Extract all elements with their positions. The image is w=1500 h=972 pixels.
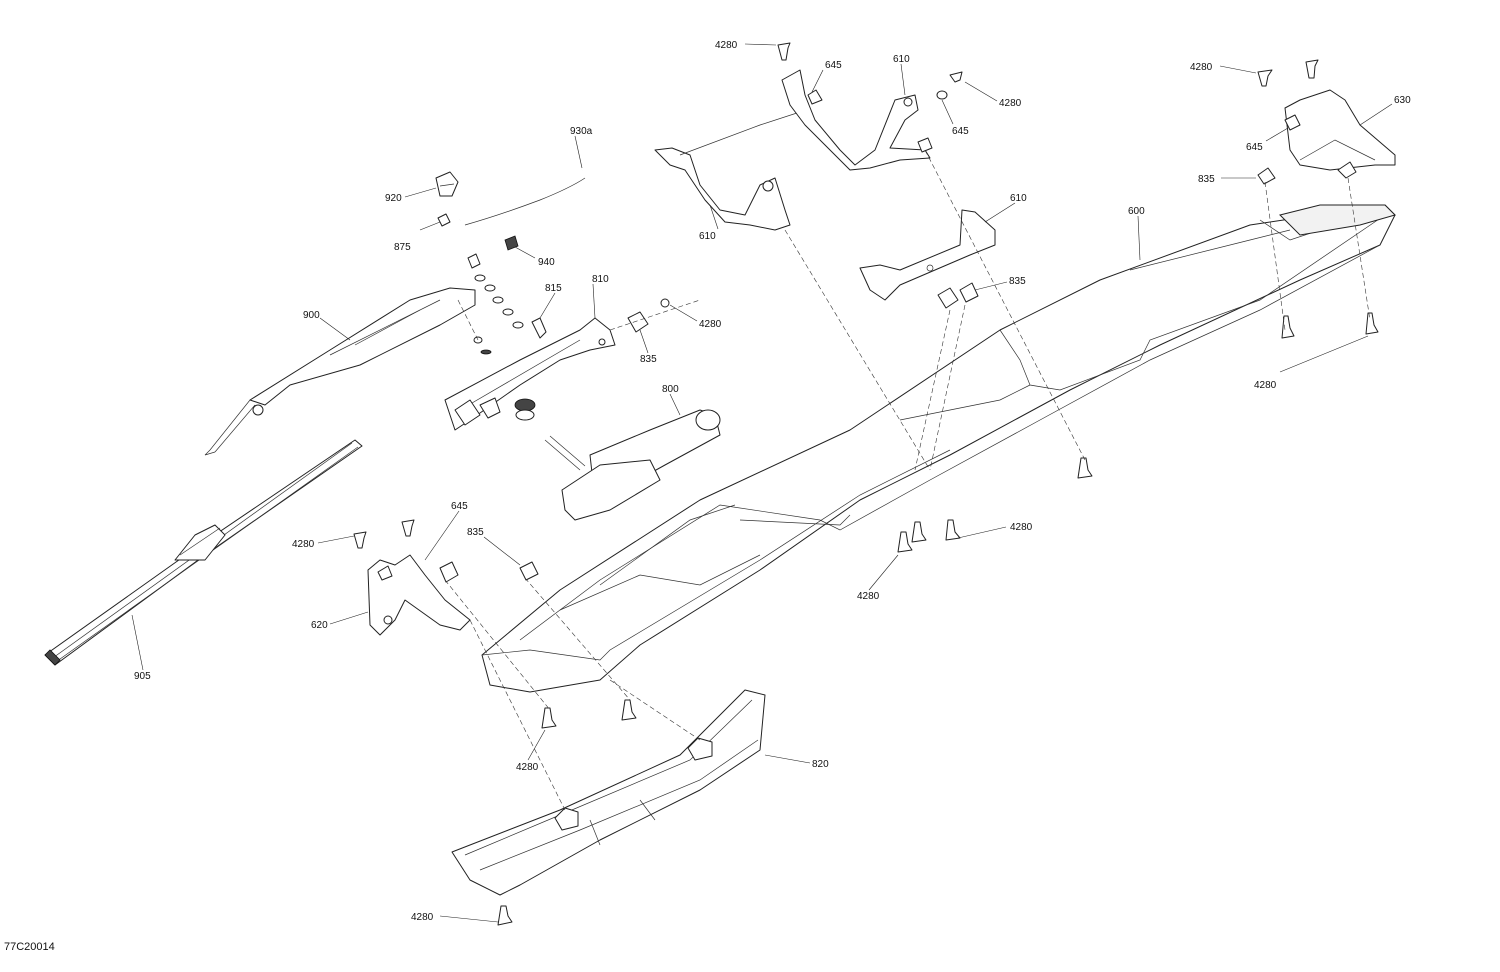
callout-label: 835 <box>1198 174 1215 185</box>
callout-label: 930a <box>570 126 593 137</box>
callout-label: 620 <box>311 620 328 631</box>
callout-label: 610 <box>893 54 910 65</box>
callout-label: 835 <box>1009 276 1026 287</box>
callout-label: 645 <box>451 501 468 512</box>
callout-label: 835 <box>640 354 657 365</box>
callout-label: 4280 <box>292 539 315 550</box>
part-820-lower-cover <box>451 689 766 896</box>
callout-label: 610 <box>1010 193 1027 204</box>
callout-label: 800 <box>662 384 679 395</box>
callout-label: 940 <box>538 257 555 268</box>
part-800-motor <box>514 398 721 521</box>
callout-label: 4280 <box>715 40 738 51</box>
part-815-bolt <box>531 317 547 339</box>
part-610-bracket-middle <box>859 209 996 301</box>
callout-label: 600 <box>1128 206 1145 217</box>
callout-label: 4280 <box>516 762 539 773</box>
part-835-nut-upper <box>627 298 670 333</box>
callout-label: 4280 <box>1010 522 1033 533</box>
callout-label: 875 <box>394 242 411 253</box>
part-875-cap <box>437 213 451 227</box>
part-610-bracket-upper-right <box>781 69 931 171</box>
document-id: 77C20014 <box>4 941 55 953</box>
callout-label: 610 <box>699 231 716 242</box>
part-small-clips <box>377 89 1357 583</box>
part-620-bracket <box>367 554 471 636</box>
callout-label: 4280 <box>1254 380 1277 391</box>
part-600-cover-panel <box>481 204 1396 693</box>
part-905-wiper-blade <box>44 439 363 666</box>
callout-label: 4280 <box>999 98 1022 109</box>
callout-label: 900 <box>303 310 320 321</box>
callout-label: 645 <box>1246 142 1263 153</box>
callout-label: 820 <box>812 759 829 770</box>
part-930a-hose <box>458 168 586 226</box>
part-900-wiper-arm <box>204 287 476 456</box>
callout-label: 810 <box>592 274 609 285</box>
callout-labels: 4280 645 610 4280 645 4280 630 645 835 9… <box>134 40 1411 923</box>
callout-label: 4280 <box>857 591 880 602</box>
callout-label: 4280 <box>1190 62 1213 73</box>
part-610-bracket-upper-left <box>654 111 801 231</box>
callout-label: 645 <box>825 60 842 71</box>
callout-label: 905 <box>134 671 151 682</box>
callout-label: 645 <box>952 126 969 137</box>
callout-label: 4280 <box>411 912 434 923</box>
callout-label: 835 <box>467 527 484 538</box>
part-spacer-stack <box>467 253 524 355</box>
part-630-bracket <box>1284 89 1396 171</box>
callout-leaders <box>131 43 1393 923</box>
part-fasteners-4280 <box>353 42 1379 926</box>
callout-label: 630 <box>1394 95 1411 106</box>
callout-label: 815 <box>545 283 562 294</box>
callout-label: 4280 <box>699 319 722 330</box>
assembly-guide-lines <box>444 149 1371 811</box>
part-810-bracket <box>444 317 616 431</box>
part-940-fitting <box>504 235 519 251</box>
part-920-nozzle <box>435 171 459 197</box>
callout-label: 920 <box>385 193 402 204</box>
